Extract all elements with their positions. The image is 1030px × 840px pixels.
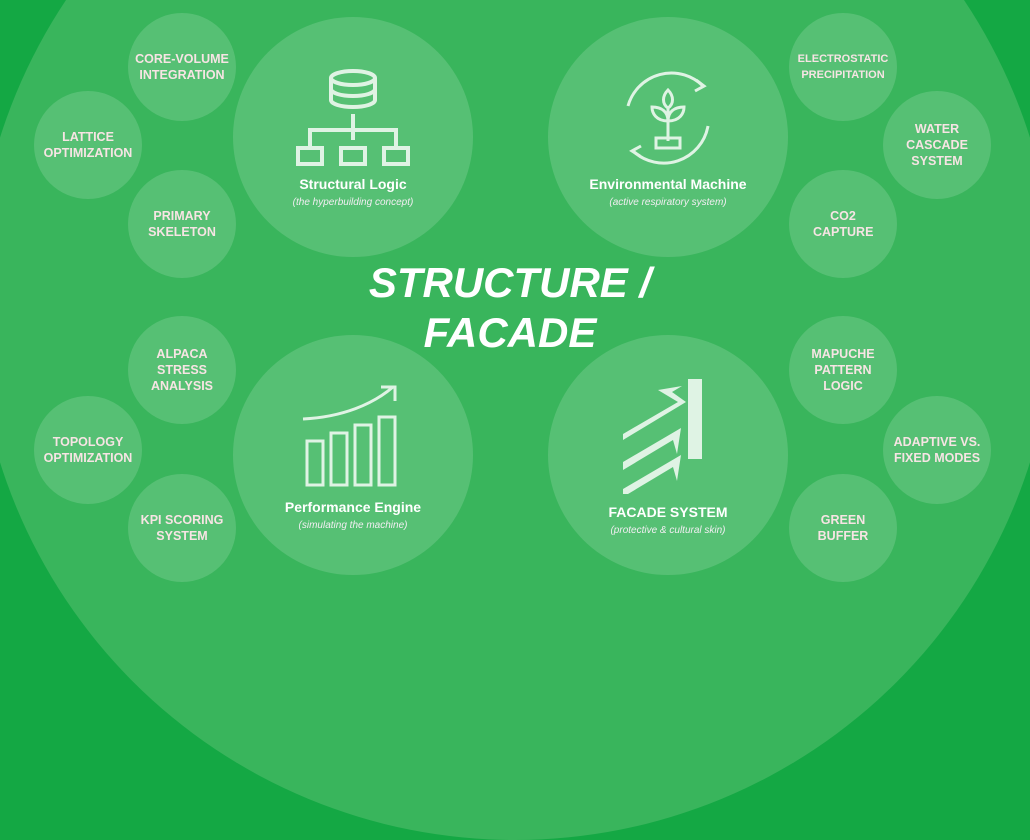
sub-node: GREEN BUFFER bbox=[789, 474, 897, 582]
sub-node-label: LATTICE OPTIMIZATION bbox=[43, 130, 133, 160]
sub-node: ALPACA STRESS ANALYSIS bbox=[128, 316, 236, 424]
sub-node-label: KPI SCORING SYSTEM bbox=[140, 513, 224, 543]
sub-node-label: WATER CASCADE SYSTEM bbox=[906, 122, 968, 168]
sub-node: WATER CASCADE SYSTEM bbox=[883, 91, 991, 199]
sub-node-label: ADAPTIVE VS. FIXED MODES bbox=[893, 435, 981, 465]
sub-node: ELECTROSTATIC PRECIPITATION bbox=[789, 13, 897, 121]
node-performance-engine: Performance Engine (simulating the machi… bbox=[233, 335, 473, 575]
sub-node-label: ALPACA STRESS ANALYSIS bbox=[150, 347, 214, 393]
sub-node-label: GREEN BUFFER bbox=[817, 513, 869, 543]
node-subtitle: (active respiratory system) bbox=[609, 197, 727, 208]
node-title: Structural Logic bbox=[299, 176, 407, 192]
sub-node-label: PRIMARY SKELETON bbox=[148, 209, 216, 239]
node-subtitle: (the hyperbuilding concept) bbox=[292, 197, 414, 208]
sub-node: CO2 CAPTURE bbox=[789, 170, 897, 278]
plant-cycle-icon bbox=[626, 71, 710, 165]
node-facade-system: FACADE SYSTEM (protective & cultural ski… bbox=[548, 335, 788, 575]
sub-node-label: CO2 CAPTURE bbox=[813, 209, 874, 239]
sub-node-label: CORE-VOLUME INTEGRATION bbox=[135, 52, 229, 82]
node-subtitle: (simulating the machine) bbox=[298, 520, 408, 531]
sub-node: KPI SCORING SYSTEM bbox=[128, 474, 236, 582]
node-subtitle: (protective & cultural skin) bbox=[610, 525, 726, 536]
sub-node-label: TOPOLOGY OPTIMIZATION bbox=[43, 435, 133, 465]
sub-node: ADAPTIVE VS. FIXED MODES bbox=[883, 396, 991, 504]
center-title-line: FACADE bbox=[423, 309, 597, 356]
center-title-line: STRUCTURE / bbox=[368, 259, 652, 306]
sub-node: MAPUCHE PATTERN LOGIC bbox=[789, 316, 897, 424]
node-title: Environmental Machine bbox=[589, 176, 747, 192]
database-hierarchy-icon bbox=[296, 69, 410, 166]
sub-node: TOPOLOGY OPTIMIZATION bbox=[34, 396, 142, 504]
sub-node: PRIMARY SKELETON bbox=[128, 170, 236, 278]
sub-node-label: MAPUCHE PATTERN LOGIC bbox=[811, 347, 875, 393]
wind-deflection-icon bbox=[623, 379, 702, 494]
node-environmental-machine: Environmental Machine (active respirator… bbox=[548, 17, 788, 257]
sub-node: LATTICE OPTIMIZATION bbox=[34, 91, 142, 199]
node-structural-logic: Structural Logic (the hyperbuilding conc… bbox=[233, 17, 473, 257]
sub-node-label: ELECTROSTATIC PRECIPITATION bbox=[797, 53, 889, 81]
node-title: Performance Engine bbox=[284, 499, 422, 515]
node-title: FACADE SYSTEM bbox=[608, 504, 728, 520]
sub-node: CORE-VOLUME INTEGRATION bbox=[128, 13, 236, 121]
growth-chart-icon bbox=[302, 385, 397, 487]
center-title: STRUCTURE / FACADE bbox=[300, 258, 720, 358]
